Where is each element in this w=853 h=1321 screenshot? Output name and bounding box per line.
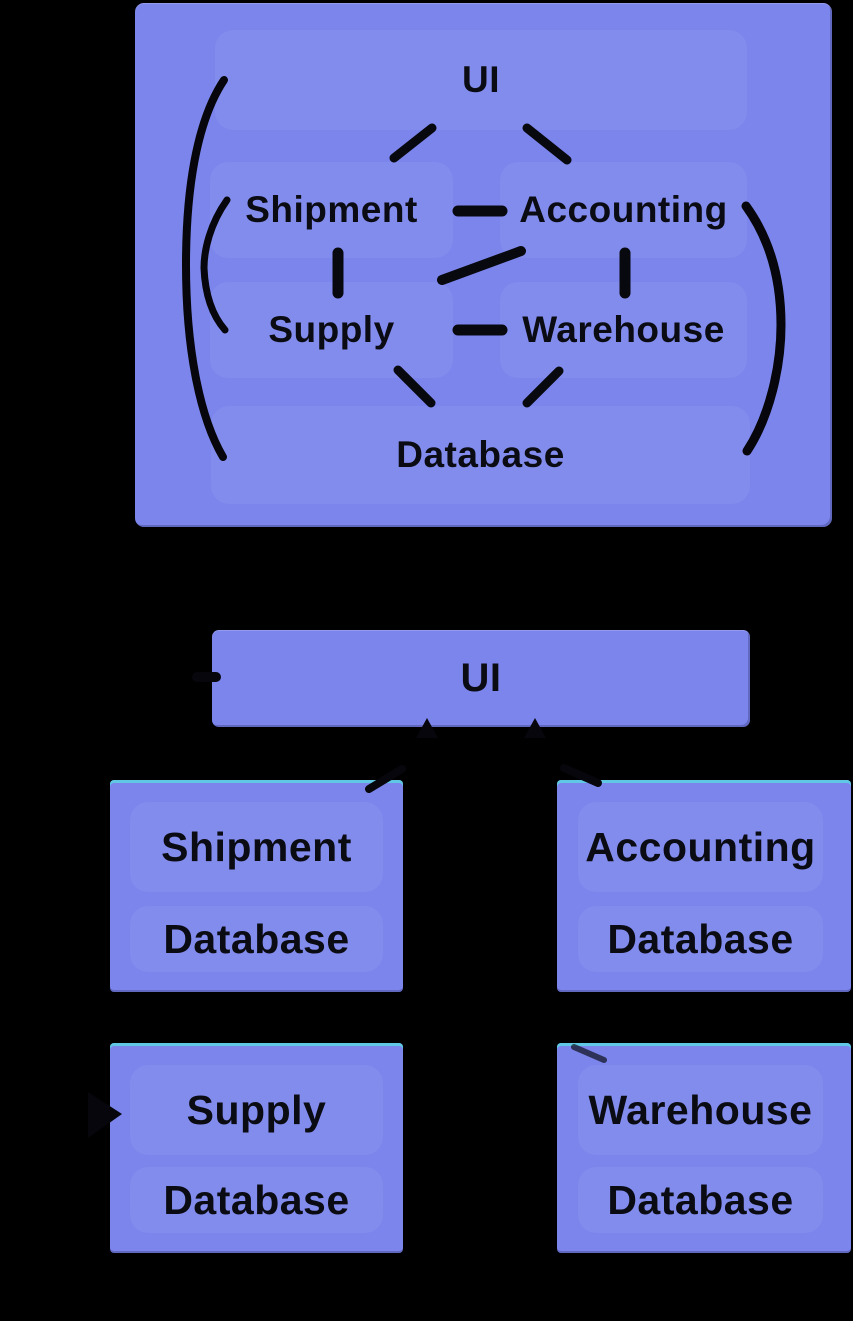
service-warehouse-label: Warehouse xyxy=(588,1086,813,1133)
service-supply-name-panel: Supply xyxy=(130,1065,383,1155)
monolith-node-warehouse: Warehouse xyxy=(522,309,725,350)
monolith-node-accounting: Accounting xyxy=(519,189,728,230)
monolith-container: UI Shipment Accounting Supply Warehouse … xyxy=(135,3,832,527)
monolith-node-supply: Supply xyxy=(268,309,395,350)
microservices-ui-label: UI xyxy=(460,656,502,700)
service-accounting-label: Accounting xyxy=(585,823,816,870)
service-box-supply: Supply Database xyxy=(110,1043,403,1253)
monolith-node-ui: UI xyxy=(462,59,500,100)
monolith-node-database: Database xyxy=(396,434,565,475)
monolith-shipment-panel xyxy=(210,162,453,258)
service-supply-db-panel: Database xyxy=(130,1167,383,1233)
service-shipment-label: Shipment xyxy=(161,823,352,870)
service-warehouse-name-panel: Warehouse xyxy=(578,1065,823,1155)
service-box-warehouse: Warehouse Database xyxy=(557,1043,851,1253)
service-accounting-db-panel: Database xyxy=(578,906,823,972)
service-supply-label: Supply xyxy=(186,1086,327,1133)
service-warehouse-database-label: Database xyxy=(607,1176,794,1223)
monolith-database-panel xyxy=(211,406,750,504)
monolith-accounting-panel xyxy=(500,162,747,258)
service-box-shipment: Shipment Database xyxy=(110,780,403,992)
service-shipment-database-label: Database xyxy=(163,915,350,962)
monolith-ui-panel xyxy=(215,30,747,130)
service-accounting-name-panel: Accounting xyxy=(578,802,823,892)
service-shipment-db-panel: Database xyxy=(130,906,383,972)
service-box-accounting: Accounting Database xyxy=(557,780,851,992)
monolith-node-shipment: Shipment xyxy=(245,189,418,230)
service-accounting-database-label: Database xyxy=(607,915,794,962)
monolith-supply-panel xyxy=(210,282,453,378)
microservices-ui-box: UI xyxy=(212,630,750,727)
service-warehouse-db-panel: Database xyxy=(578,1167,823,1233)
service-shipment-name-panel: Shipment xyxy=(130,802,383,892)
service-supply-database-label: Database xyxy=(163,1176,350,1223)
